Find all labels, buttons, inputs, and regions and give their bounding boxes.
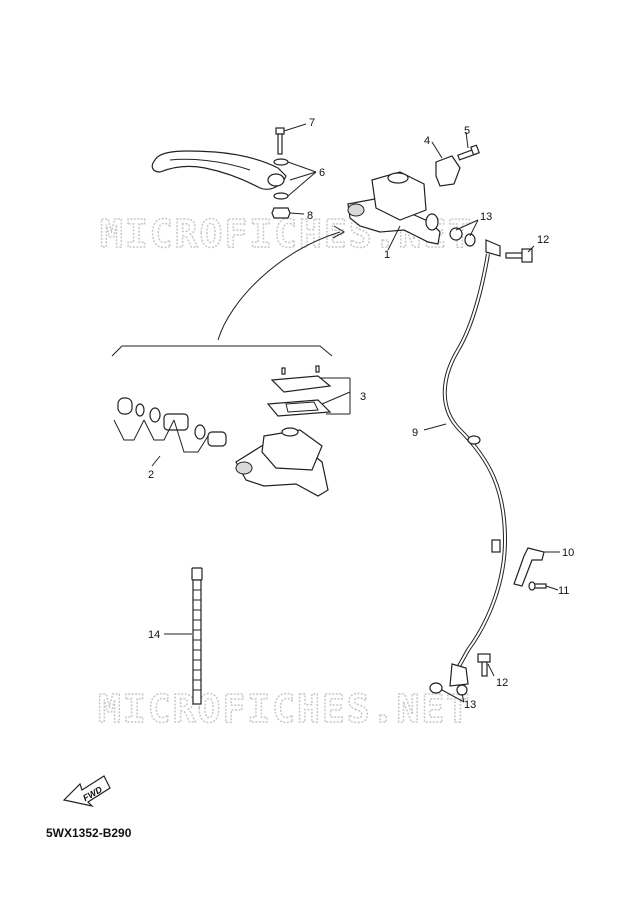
copper-washer-top-1 bbox=[449, 227, 463, 241]
copper-washer-bottom-1 bbox=[429, 682, 443, 694]
clamp-bolt bbox=[457, 144, 480, 161]
kit-bracket bbox=[113, 419, 209, 453]
union-bolt-bottom bbox=[477, 653, 491, 677]
detail-arc bbox=[217, 231, 341, 341]
clamp bbox=[435, 155, 461, 187]
copper-washer-top-2 bbox=[464, 233, 476, 247]
copper-washer-bottom-2 bbox=[456, 684, 468, 696]
callout-7: 7 bbox=[309, 117, 315, 129]
detail-bracket bbox=[111, 345, 333, 357]
union-bolt-top bbox=[505, 248, 533, 263]
diagram-code: 5WX1352-B290 bbox=[46, 826, 132, 840]
washer-lower bbox=[273, 192, 289, 200]
callout-1: 1 bbox=[384, 249, 390, 261]
hose-fitting-top bbox=[485, 239, 501, 257]
callout-10: 10 bbox=[562, 547, 574, 559]
master-cylinder bbox=[347, 171, 441, 245]
hose-sleeve bbox=[491, 539, 501, 553]
callout-14: 14 bbox=[148, 629, 160, 641]
hose-bracket bbox=[513, 547, 545, 587]
callout-9: 9 bbox=[412, 427, 418, 439]
cable-tie bbox=[191, 567, 203, 705]
callout-13-top: 13 bbox=[480, 211, 492, 223]
master-cylinder-exploded bbox=[235, 427, 329, 497]
washer-upper bbox=[273, 158, 289, 166]
watermark-bottom: MICROFICHES.NET bbox=[98, 687, 471, 731]
hose-fitting-bottom bbox=[449, 663, 469, 687]
callout-12-bottom: 12 bbox=[496, 677, 508, 689]
brake-lever bbox=[151, 150, 287, 190]
reservoir-cap bbox=[266, 365, 332, 417]
fwd-arrow: FWD bbox=[62, 775, 111, 808]
callout-2: 2 bbox=[148, 469, 154, 481]
callout-6: 6 bbox=[319, 167, 325, 179]
callout-11: 11 bbox=[558, 585, 569, 597]
callout-8: 8 bbox=[307, 210, 313, 222]
lever-bolt bbox=[275, 127, 285, 155]
bracket-screw bbox=[528, 581, 547, 591]
hose-grommet bbox=[467, 435, 481, 445]
callout-4: 4 bbox=[424, 135, 430, 147]
callout-lines bbox=[151, 123, 560, 703]
cylinder-kit bbox=[117, 397, 227, 447]
callout-3: 3 bbox=[360, 391, 366, 403]
lever-nut bbox=[271, 207, 291, 219]
detail-arrow bbox=[332, 225, 346, 239]
callout-5: 5 bbox=[464, 125, 470, 137]
brake-hose bbox=[442, 253, 508, 669]
brake-hose-inner bbox=[443, 253, 507, 669]
callout-12-top: 12 bbox=[537, 234, 549, 246]
callout-13-bottom: 13 bbox=[464, 699, 476, 711]
